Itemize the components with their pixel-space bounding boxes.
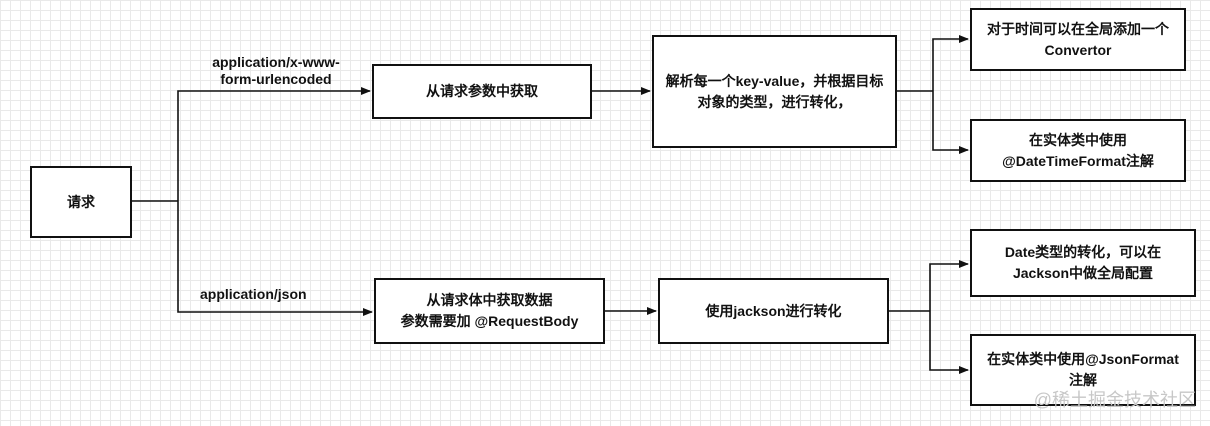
node-jackson-convert-label: 使用jackson进行转化 xyxy=(705,302,842,319)
edge-label-json: application/json xyxy=(200,286,307,302)
edge-label-form-urlencoded: application/x-www- form-urlencoded xyxy=(212,54,340,87)
edge-parse-to-convertor xyxy=(932,35,969,91)
watermark: @稀土掘金技术社区 xyxy=(1033,390,1196,410)
node-global-convertor-label: 对于时间可以在全局添加一个 Convertor xyxy=(987,20,1169,58)
node-jsonformat: 在实体类中使用@JsonFormat 注解 xyxy=(970,334,1196,406)
node-from-params-label: 从请求参数中获取 xyxy=(426,83,538,99)
node-from-body: 从请求体中获取数据 参数需要加 @RequestBody xyxy=(374,278,605,344)
node-jackson-global: Date类型的转化，可以在 Jackson中做全局配置 xyxy=(970,229,1196,297)
node-jackson-convert: 使用jackson进行转化 xyxy=(658,278,889,344)
node-datetimeformat: 在实体类中使用 @DateTimeFormat注解 xyxy=(970,119,1186,182)
edge-jackson-to-global xyxy=(929,260,969,311)
node-request: 请求 xyxy=(30,166,132,238)
edge-request-to-params xyxy=(177,87,371,201)
node-from-params: 从请求参数中获取 xyxy=(372,64,592,119)
node-jackson-global-label: Date类型的转化，可以在 Jackson中做全局配置 xyxy=(1004,244,1162,281)
node-from-body-label: 从请求体中获取数据 参数需要加 @RequestBody xyxy=(400,292,579,329)
edge-parse-to-datetimeformat xyxy=(932,91,969,154)
node-jsonformat-label: 在实体类中使用@JsonFormat 注解 xyxy=(987,351,1179,388)
node-global-convertor: 对于时间可以在全局添加一个 Convertor xyxy=(970,8,1186,71)
edge-jackson-to-jsonformat xyxy=(929,311,969,374)
node-request-label: 请求 xyxy=(67,193,95,210)
node-datetimeformat-label: 在实体类中使用 @DateTimeFormat注解 xyxy=(1002,131,1154,169)
node-parse-kv: 解析每一个key-value，并根据目标 对象的类型，进行转化， xyxy=(652,35,897,148)
edge-request-to-body xyxy=(177,201,373,316)
node-parse-kv-label: 解析每一个key-value，并根据目标 对象的类型，进行转化， xyxy=(665,72,884,110)
